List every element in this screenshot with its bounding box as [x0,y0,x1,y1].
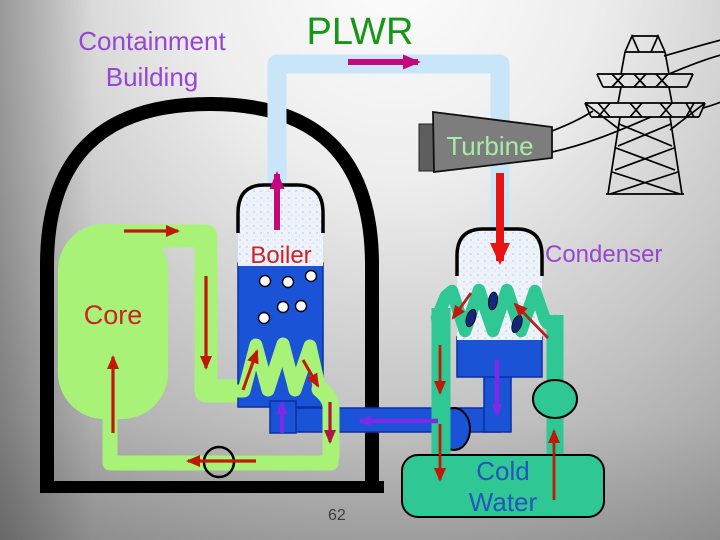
turbine-body [432,110,553,174]
slide-title: PLWR [306,11,414,53]
core-label: Core [83,300,143,330]
flow-arrow-condenser-coil-left [451,292,473,320]
turbine-unit [418,110,553,174]
condensate-droplets-icon [465,291,523,333]
condenser-label: Condenser [545,241,663,268]
containment-building-outline [40,96,384,493]
transmission-tower-icon [551,33,720,195]
cooling-pump-icon [532,379,578,419]
condenser-hotwell [456,336,543,378]
turbine-shaft-cap [418,123,435,172]
containment-building-label: Containment Building [78,26,226,92]
flow-arrow-coil-down [301,359,320,388]
cold-water-label: Cold Water [468,456,538,517]
cold-leg-return-pipe [102,404,339,471]
flow-arrows [107,54,560,500]
turbine-label: Turbine [446,131,534,161]
boiler-label: Boiler [250,242,312,269]
core-vessel [58,224,168,419]
flow-arrow-coil-up [241,349,259,391]
generator-wire [551,116,652,153]
page-number: 62 [328,507,346,524]
steam-bubbles-icon [257,269,318,325]
flow-arrow-condenser-coil-right [513,302,550,339]
